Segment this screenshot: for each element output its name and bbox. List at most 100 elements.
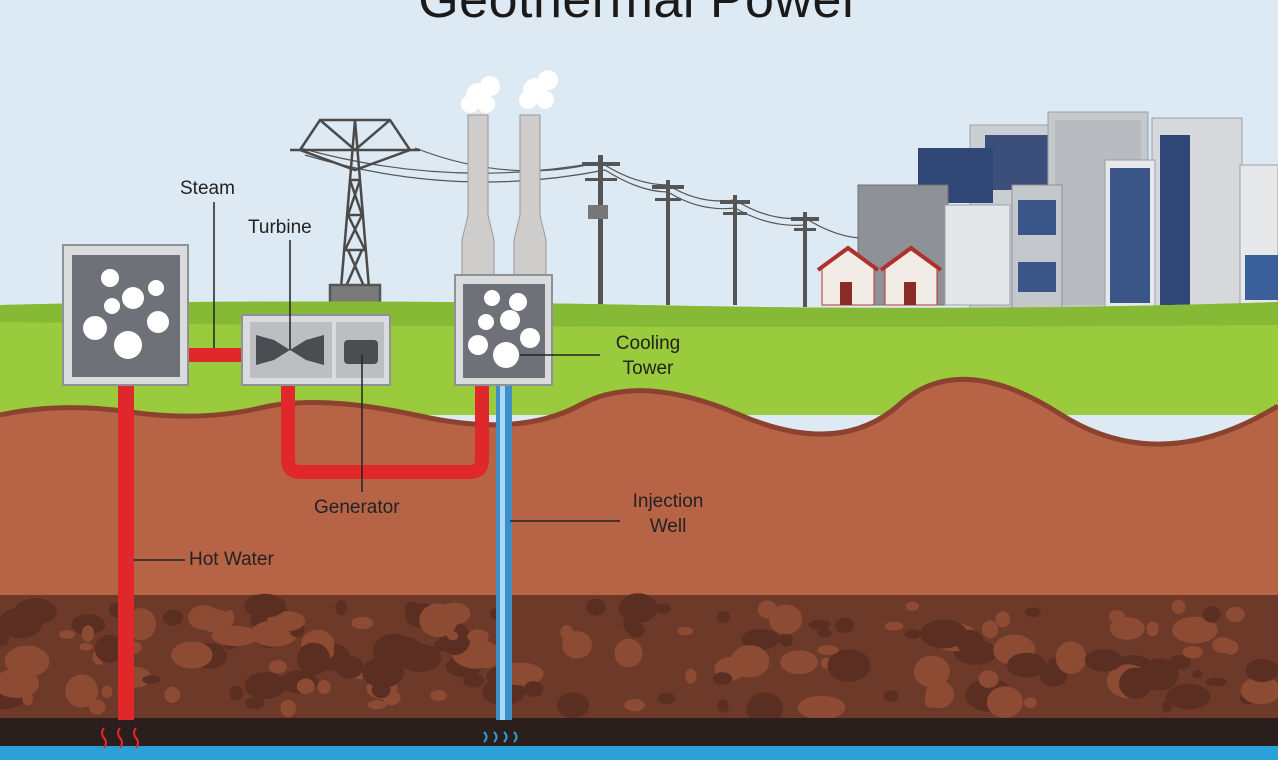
label-injection-well-line1: Injection xyxy=(632,491,704,512)
rock xyxy=(463,674,485,688)
rock xyxy=(171,641,213,669)
rock xyxy=(419,603,458,637)
rock xyxy=(0,668,40,698)
rock xyxy=(29,603,51,614)
rock xyxy=(71,614,106,635)
diagram-title: Geothermal Power xyxy=(418,0,860,29)
rock xyxy=(978,670,999,688)
soil-edge xyxy=(0,376,1278,447)
water-waves xyxy=(483,731,518,743)
rock xyxy=(1025,607,1041,617)
rock xyxy=(430,690,447,701)
rock xyxy=(730,645,770,678)
rock xyxy=(404,601,421,615)
rock xyxy=(523,681,544,698)
rock xyxy=(94,634,124,664)
label-cooling-tower-line2: Tower xyxy=(622,358,674,379)
rock xyxy=(296,642,331,675)
rock xyxy=(433,640,447,652)
rock xyxy=(188,605,220,630)
rock xyxy=(712,672,733,685)
water-reservoir xyxy=(0,746,1278,760)
rock xyxy=(229,685,244,701)
rock xyxy=(126,608,156,641)
rock xyxy=(627,622,645,638)
rock xyxy=(827,649,871,682)
rock xyxy=(797,695,846,720)
rock xyxy=(280,699,297,718)
rock xyxy=(142,675,161,684)
rock xyxy=(1189,620,1209,629)
rock xyxy=(244,593,286,618)
label-injection-well-line2: Well xyxy=(649,516,687,537)
leader-lines xyxy=(134,202,620,561)
rock xyxy=(1055,641,1087,674)
rock xyxy=(1192,670,1203,679)
rocks xyxy=(0,593,1278,726)
rock xyxy=(101,685,113,698)
rock xyxy=(585,598,607,616)
rock xyxy=(624,699,645,712)
rock xyxy=(267,611,306,632)
heat-waves xyxy=(101,727,139,749)
rock xyxy=(778,633,793,647)
pipes xyxy=(118,348,512,720)
cooling-tower-box xyxy=(454,274,553,386)
steam-pipe xyxy=(186,348,246,362)
rock xyxy=(780,650,818,675)
rock xyxy=(1146,621,1159,637)
rock xyxy=(1171,599,1186,615)
rock xyxy=(924,694,939,708)
rock xyxy=(657,692,676,705)
rock xyxy=(1222,640,1239,655)
rock xyxy=(211,625,260,647)
label-generator: Generator xyxy=(314,497,400,518)
rock xyxy=(59,630,75,639)
rock xyxy=(244,672,286,700)
rock xyxy=(685,668,697,684)
label-cooling-tower: Cooling Tower xyxy=(603,331,693,381)
rock xyxy=(656,603,671,614)
label-cooling-tower-line1: Cooling xyxy=(615,333,681,354)
rock xyxy=(467,629,489,644)
rock xyxy=(905,601,919,612)
soil-layer xyxy=(0,379,1278,600)
rock xyxy=(883,690,899,702)
rock xyxy=(2,615,23,630)
rock xyxy=(618,593,658,623)
rock xyxy=(1006,652,1047,678)
rock xyxy=(817,628,832,638)
rock xyxy=(224,610,235,627)
rock xyxy=(351,616,374,630)
rock xyxy=(835,617,855,634)
utility-poles xyxy=(582,155,819,307)
rock xyxy=(741,628,780,650)
rock xyxy=(1225,606,1245,623)
rock xyxy=(562,638,575,651)
label-steam: Steam xyxy=(180,178,235,199)
rock xyxy=(1119,667,1153,700)
bedrock-layer xyxy=(0,718,1278,748)
rock xyxy=(808,619,831,630)
label-hot-water: Hot Water xyxy=(189,549,274,570)
label-turbine: Turbine xyxy=(248,217,312,238)
rock xyxy=(335,655,364,679)
rock xyxy=(1182,646,1203,659)
rock xyxy=(89,699,106,715)
rock xyxy=(81,625,94,642)
rock xyxy=(955,629,984,654)
rock xyxy=(716,610,730,624)
rock xyxy=(562,631,592,659)
rock xyxy=(268,660,287,674)
rock xyxy=(317,679,331,695)
rock xyxy=(913,655,950,688)
rock xyxy=(557,692,589,719)
rock xyxy=(1084,649,1123,672)
rock xyxy=(924,627,947,641)
rock xyxy=(164,686,181,703)
city-buildings xyxy=(816,111,1278,316)
rock xyxy=(1240,676,1278,705)
rock xyxy=(677,626,694,636)
